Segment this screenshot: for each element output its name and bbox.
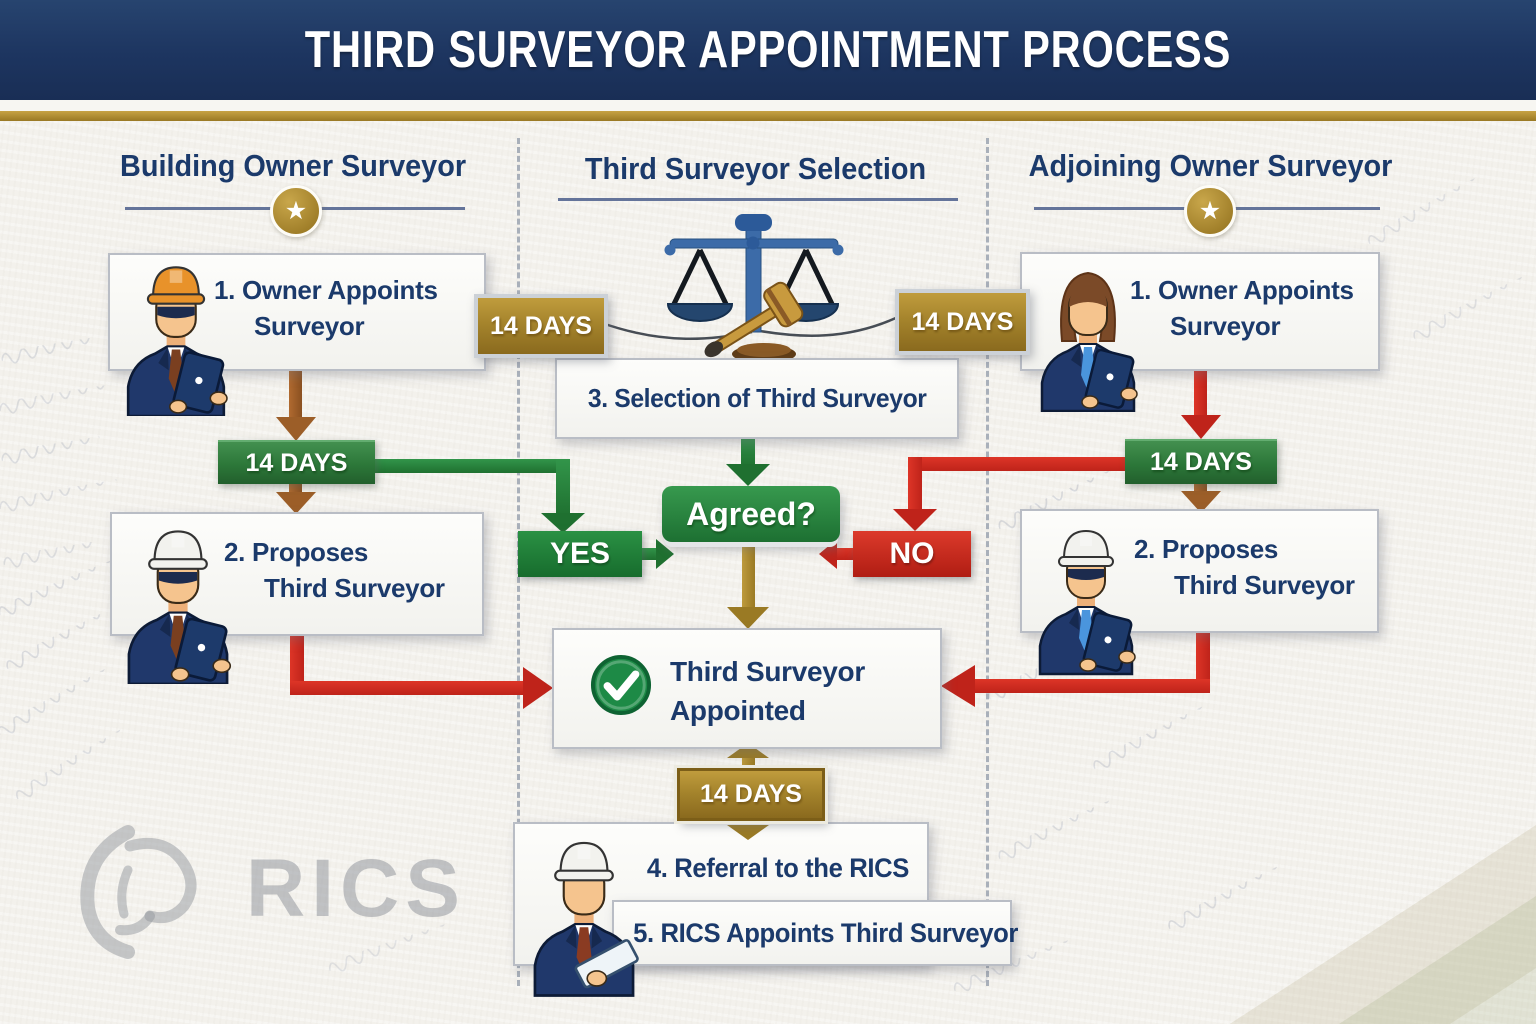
arrow-left-red-to-appointed [941,665,975,707]
header-divider-gold [0,111,1536,121]
step-text-line: Appointed [670,695,806,727]
column-underline [558,198,958,201]
handwriting-watermark [0,479,120,520]
star-icon: ★ [1184,185,1236,237]
box-step3-selection: 3. Selection of Third Surveyor [555,358,959,439]
step-text-line: Third Surveyor [1174,570,1355,601]
step-text: 5. RICS Appoints Third Surveyor [633,917,1019,948]
step-text: 3. Selection of Third Surveyor [587,383,927,413]
corner-fold-decoration [1192,857,1536,1024]
header-bar: THIRD SURVEYOR APPOINTMENT PROCESS [0,0,1536,100]
step-text: 4. Referral to the RICS [646,852,910,883]
yes-label: YES [518,531,642,577]
arrow-down-brown [276,492,316,514]
badge-14-days-top-right: 14 DAYS [895,289,1030,355]
column-divider-right [986,138,989,986]
star-icon: ★ [270,185,322,237]
adjoining-surveyor-icon [1026,520,1146,678]
check-icon [590,654,652,716]
header-divider-white [0,100,1536,111]
arrow-right-red-to-appointed [523,667,553,709]
arrow-down-green [726,464,770,486]
adjoining-owner-surveyor-icon [1028,260,1148,412]
building-owner-surveyor-icon [112,260,240,416]
badge-14-days-right: 14 DAYS [1125,439,1277,484]
step-text-line: 2. Proposes [1134,534,1279,564]
handwriting-watermark [0,337,98,372]
step-text-line: Surveyor [1170,311,1281,342]
step-text-line: 1. Owner Appoints [214,275,438,305]
arrow-down-red-to-no [893,509,937,531]
step-text-line: Third Surveyor [670,656,865,687]
decision-agreed: Agreed? [662,486,840,542]
step-text-line: Third Surveyor [264,573,445,604]
building-surveyor-icon [114,524,242,684]
column-header-adjoining-owner: Adjoining Owner Surveyor [1028,148,1392,183]
page-title: THIRD SURVEYOR APPOINTMENT PROCESS [304,21,1232,79]
arrow-down-brown [276,417,316,441]
rics-lion-watermark-icon [58,818,243,968]
handwriting-watermark [1166,767,1489,939]
step-text-line: 2. Proposes [224,537,369,567]
arrow-down-brown [1181,491,1221,513]
column-header-building-owner: Building Owner Surveyor [119,148,467,183]
corner-fold-decoration [1160,818,1536,1024]
arrow-down-green-to-yes [541,513,585,533]
step-text-line: Surveyor [254,311,365,342]
step-text-line: 1. Owner Appoints [1130,275,1354,305]
arrow-right-green [656,539,674,569]
scales-of-justice-icon [648,212,860,364]
arrow-down-red [1181,415,1221,439]
badge-14-days-top-left: 14 DAYS [474,294,608,358]
box-step5-rics-appoints: 5. RICS Appoints Third Surveyor [612,900,1019,966]
no-label: NO [853,531,971,577]
arrow-down-gold [727,825,769,840]
column-header-third-surveyor: Third Surveyor Selection [584,151,926,186]
rics-watermark-text: RICS [246,843,466,934]
arrow-down-gold [727,607,769,629]
handwriting-watermark [996,675,1397,869]
box-step2-adjoining-owner: 2. Proposes Third Surveyor [1020,509,1379,633]
rics-surveyor-icon [520,833,648,998]
arrow-left-red [819,539,837,569]
badge-14-days-bottom: 14 DAYS [677,768,825,821]
handwriting-watermark [2,541,97,576]
badge-14-days-left: 14 DAYS [218,440,375,484]
handwriting-watermark [0,436,103,471]
handwriting-watermark [0,384,111,422]
handwriting-watermark [1411,256,1536,348]
